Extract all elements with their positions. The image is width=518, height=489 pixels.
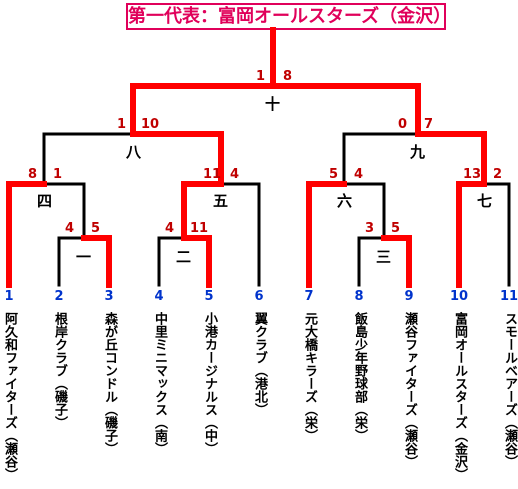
win-team7 [306,181,347,288]
team-name-2: 根岸クラブ（磯子） [52,312,67,429]
red-lines [6,27,487,288]
team-number-3: 3 [104,289,114,304]
round-label-3: 三 [376,248,391,266]
round-label-1: 一 [76,248,91,266]
round-label-10: 十 [265,95,280,113]
score-m3-b: 5 [391,221,400,236]
line-m9-left [342,132,420,186]
score-m6-b: 4 [354,167,363,182]
team-name-5: 小港カージナルス（中） [202,312,217,455]
team-number-1: 1 [4,289,14,304]
score-m1-a: 4 [65,221,74,236]
score-m6-a: 5 [329,167,338,182]
win-team1 [6,181,47,288]
team-number-9: 9 [404,289,414,304]
round-label-7: 七 [477,192,492,210]
champion-banner: 第一代表：富岡オールスターズ（金沢） [126,3,451,30]
round-label-9: 九 [409,143,425,161]
team-name-4: 中里ミニマックス（南） [152,312,167,455]
team-number-7: 7 [304,289,314,304]
line-team2 [57,236,86,287]
score-m5-b: 4 [230,167,239,182]
team-number-4: 4 [154,289,164,304]
score-m9-a: 0 [398,117,407,132]
line-team8 [357,236,386,287]
win-m8 [130,83,276,187]
line-team6 [219,182,261,287]
round-label-4: 四 [37,192,52,210]
score-m9-b: 7 [424,117,433,132]
win-team3 [81,235,112,288]
team-number-6: 6 [254,289,264,304]
round-label-8: 八 [125,143,142,161]
line-m6-right [342,182,386,240]
line-team11 [482,182,511,287]
score-m10-a: 1 [256,69,265,84]
win-team9 [381,235,412,288]
score-m8-a: 1 [117,117,126,132]
round-label-6: 六 [337,192,352,210]
line-m4-right [42,182,86,240]
team-number-11: 11 [499,289,518,304]
black-lines [42,84,511,287]
team-name-10: 富岡オールスターズ（金沢） [452,312,467,481]
score-m4-a: 8 [28,167,37,182]
team-name-7: 元大橋キラーズ（栄） [302,312,317,442]
round-label-5: 五 [213,192,228,210]
score-m4-b: 1 [53,167,62,182]
score-m2-b: 11 [190,221,208,236]
team-name-3: 森が丘コンドル（磯子） [102,312,117,455]
win-team5 [181,235,212,288]
score-m7-a: 13 [463,167,481,182]
score-m1-b: 5 [91,221,100,236]
team-name-1: 阿久和ファイターズ（瀬谷） [2,312,17,481]
team-number-8: 8 [354,289,364,304]
score-m2-a: 4 [165,221,174,236]
win-m9 [270,83,487,187]
round-label-2: 二 [176,248,191,266]
team-name-9: 瀬谷ファイターズ（瀬谷） [402,312,417,468]
line-m8-left [42,132,135,186]
win-m5 [181,181,224,241]
score-m3-a: 3 [365,221,374,236]
team-number-5: 5 [204,289,214,304]
score-m10-b: 8 [283,69,292,84]
team-number-2: 2 [54,289,64,304]
win-team10 [456,181,487,288]
team-name-8: 飯島少年野球部（栄） [352,312,367,442]
line-team4 [157,236,186,287]
score-m8-b: 10 [141,117,159,132]
score-m5-a: 11 [203,167,221,182]
score-m7-b: 2 [493,167,502,182]
round-labels: 一 二 三 四 五 六 七 八 九 十 [37,95,492,266]
team-name-11: スモールベアーズ（瀬谷） [502,312,517,468]
team-name-6: 翼クラブ（港北） [252,312,267,416]
team-number-10: 10 [449,289,469,304]
scores: 4 5 4 11 3 5 8 1 11 4 5 4 13 2 1 10 0 7 … [28,69,502,236]
